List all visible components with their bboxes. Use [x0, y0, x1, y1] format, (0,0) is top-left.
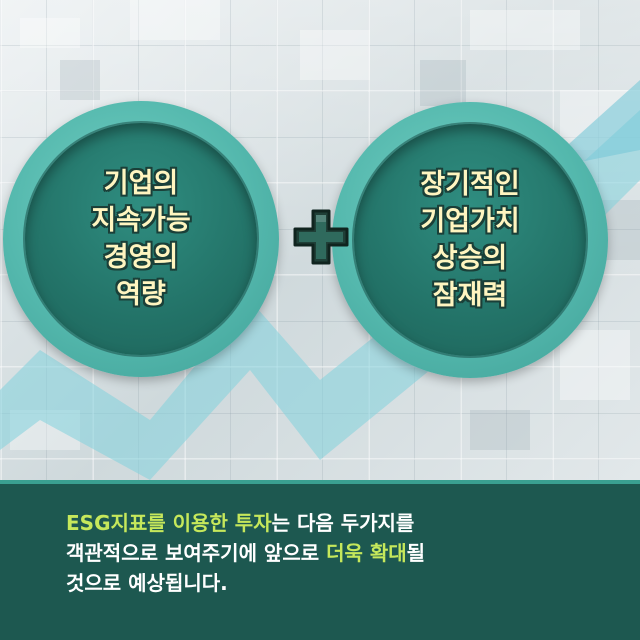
description-line-2: 객관적으로 보여주기에 앞으로 더욱 확대될 — [66, 538, 606, 568]
right-circle-inner: 장기적인 기업가치 상승의 잠재력 — [354, 124, 586, 356]
left-circle-inner: 기업의 지속가능 경영의 역량 — [25, 123, 257, 355]
description-text: 될 — [406, 541, 426, 565]
right-circle-line: 잠재력 — [432, 280, 508, 311]
right-circle-text: 장기적인 기업가치 상승의 잠재력 — [420, 166, 519, 314]
right-circle-line: 상승의 — [432, 243, 508, 274]
left-circle-line: 역량 — [116, 279, 166, 310]
description-text: 는 다음 두가지를 — [271, 511, 415, 535]
description-line-3: 것으로 예상됩니다. — [66, 571, 228, 595]
right-circle: 장기적인 기업가치 상승의 잠재력 — [332, 102, 608, 378]
plus-icon — [293, 209, 349, 265]
left-circle-text: 기업의 지속가능 경영의 역량 — [91, 165, 190, 313]
bottom-description: ESG지표를 이용한 투자는 다음 두가지를 객관적으로 보여주기에 앞으로 더… — [66, 508, 606, 598]
description-text: 객관적으로 보여주기에 앞으로 — [66, 541, 327, 565]
highlight-esg-investment: ESG지표를 이용한 투자 — [66, 511, 272, 535]
description-line-1: ESG지표를 이용한 투자는 다음 두가지를 — [66, 508, 606, 538]
rising-arrow-graphic — [0, 0, 640, 480]
left-circle-line: 지속가능 — [91, 205, 191, 236]
bottom-banner — [0, 480, 640, 640]
right-circle-line: 기업가치 — [420, 206, 520, 237]
left-circle: 기업의 지속가능 경영의 역량 — [3, 101, 279, 377]
left-circle-line: 기업의 — [103, 168, 179, 199]
right-circle-line: 장기적인 — [420, 169, 520, 200]
highlight-expansion: 더욱 확대 — [326, 541, 407, 565]
left-circle-line: 경영의 — [103, 242, 179, 273]
